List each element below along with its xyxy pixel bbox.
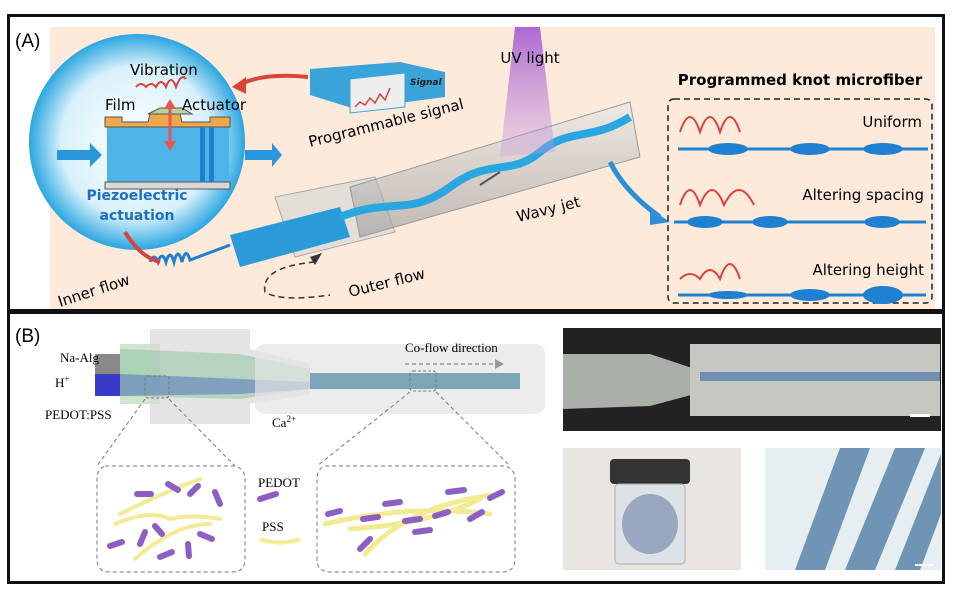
actuator-label: Actuator xyxy=(182,96,247,114)
signal-box-label: Signal xyxy=(410,78,442,88)
knot-label-uniform: Uniform xyxy=(862,113,922,131)
pedot-aligned xyxy=(325,487,505,552)
pedot-legend-icon xyxy=(257,491,279,502)
pedot-pss-channel xyxy=(95,374,120,396)
h-plus-channel xyxy=(95,354,120,374)
fiber-jar-photo xyxy=(563,448,741,570)
piezo-label-2: actuation xyxy=(100,208,175,224)
wavy-jet xyxy=(338,113,633,221)
pedot-pss-label: PEDOT:PSS xyxy=(45,407,112,422)
uv-light-label: UV light xyxy=(500,49,559,67)
panel-b-diagram: (B) Na-Alg H+ PEDOT:PSS Ca2+ Co-flow dir… xyxy=(15,326,941,573)
pedot-legend-label: PEDOT xyxy=(258,475,300,490)
pss-legend-label: PSS xyxy=(262,519,284,534)
zoom-region-2 xyxy=(409,370,437,392)
pedot-disordered xyxy=(107,481,223,560)
aligned-zoom-box xyxy=(316,465,516,573)
knot-row-uniform xyxy=(678,116,928,155)
uv-light-beam xyxy=(500,27,555,157)
knot-row-altering-spacing xyxy=(674,189,926,228)
panel-a-label: (A) xyxy=(15,31,40,52)
ca-label: Ca2+ xyxy=(272,414,296,430)
piezo-to-flow-arrow-icon xyxy=(123,230,161,264)
vibration-wave xyxy=(135,76,187,90)
knot-label-altering-spacing: Altering spacing xyxy=(802,186,924,204)
film-label: Film xyxy=(105,96,135,114)
disordered-zoom-box xyxy=(96,465,246,573)
outflow-arrow-icon xyxy=(245,143,282,167)
panel-b-label: (B) xyxy=(15,326,40,347)
fiber-core xyxy=(310,373,520,389)
panel-b: (B) Na-Alg H+ PEDOT:PSS Ca2+ Co-flow dir… xyxy=(7,311,945,584)
h-plus-label: H+ xyxy=(55,374,69,390)
knot-title: Programmed knot microfiber xyxy=(678,71,923,89)
zoom-region-1 xyxy=(144,375,170,399)
panel-a: (A) Vibration Film Actuator Piezoelectri… xyxy=(7,14,945,312)
knot-label-altering-height: Altering height xyxy=(813,261,925,279)
piezo-chamber xyxy=(107,125,229,185)
wavy-jet-pointer xyxy=(479,171,501,186)
pss-legend-icon xyxy=(259,537,301,545)
fiber-micrograph xyxy=(765,448,941,570)
piezo-label-1: Piezoelectric xyxy=(86,188,187,204)
panel-a-diagram: (A) Vibration Film Actuator Piezoelectri… xyxy=(15,27,935,309)
na-alg-label: Na-Alg xyxy=(60,350,99,365)
inflow-arrow-icon xyxy=(57,143,102,167)
pss-chains-disordered xyxy=(113,477,222,561)
piezo-film xyxy=(104,113,231,128)
piezo-base xyxy=(104,181,231,190)
inner-capillary xyxy=(230,207,350,267)
coflow-label: Co-flow direction xyxy=(405,340,498,355)
coflow-micrograph xyxy=(563,328,941,431)
knot-row-altering-height xyxy=(678,263,926,304)
pss-chains-aligned xyxy=(322,491,503,557)
outer-flow-arrow xyxy=(263,261,331,299)
knot-box xyxy=(667,98,933,304)
vibration-label: Vibration xyxy=(130,61,198,79)
